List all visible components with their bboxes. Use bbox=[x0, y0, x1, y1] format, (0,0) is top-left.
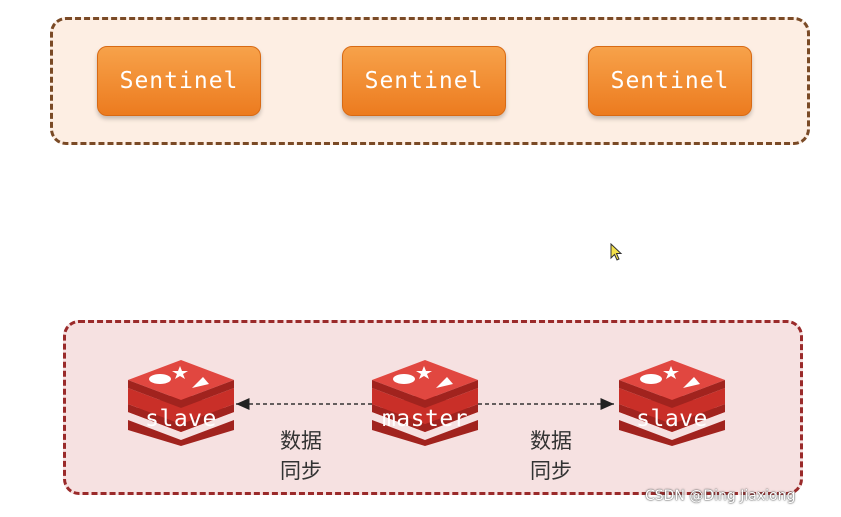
sync-label-right-line1: 数据 bbox=[530, 429, 572, 453]
mouse-cursor-icon bbox=[610, 243, 623, 261]
sentinel-node-3: Sentinel bbox=[588, 46, 752, 116]
slave-label-left: slave bbox=[145, 406, 217, 432]
sync-label-right-line2: 同步 bbox=[530, 459, 572, 483]
redis-slave-node-left: slave bbox=[126, 356, 236, 446]
redis-master-node: master bbox=[370, 356, 480, 446]
watermark-text: CSDN @Ding Jiaxiong bbox=[645, 488, 796, 504]
master-label: master bbox=[381, 406, 469, 432]
slave-label-right: slave bbox=[636, 406, 708, 432]
redis-logo-icon bbox=[372, 360, 478, 446]
redis-logo-icon bbox=[619, 360, 725, 446]
sentinel-node-1: Sentinel bbox=[97, 46, 261, 116]
sync-label-left: 数据 同步 bbox=[271, 426, 331, 486]
sync-label-left-line2: 同步 bbox=[280, 459, 322, 483]
redis-logo-icon bbox=[128, 360, 234, 446]
sync-label-left-line1: 数据 bbox=[280, 429, 322, 453]
redis-slave-node-right: slave bbox=[617, 356, 727, 446]
sync-label-right: 数据 同步 bbox=[521, 426, 581, 486]
sentinel-node-2: Sentinel bbox=[342, 46, 506, 116]
